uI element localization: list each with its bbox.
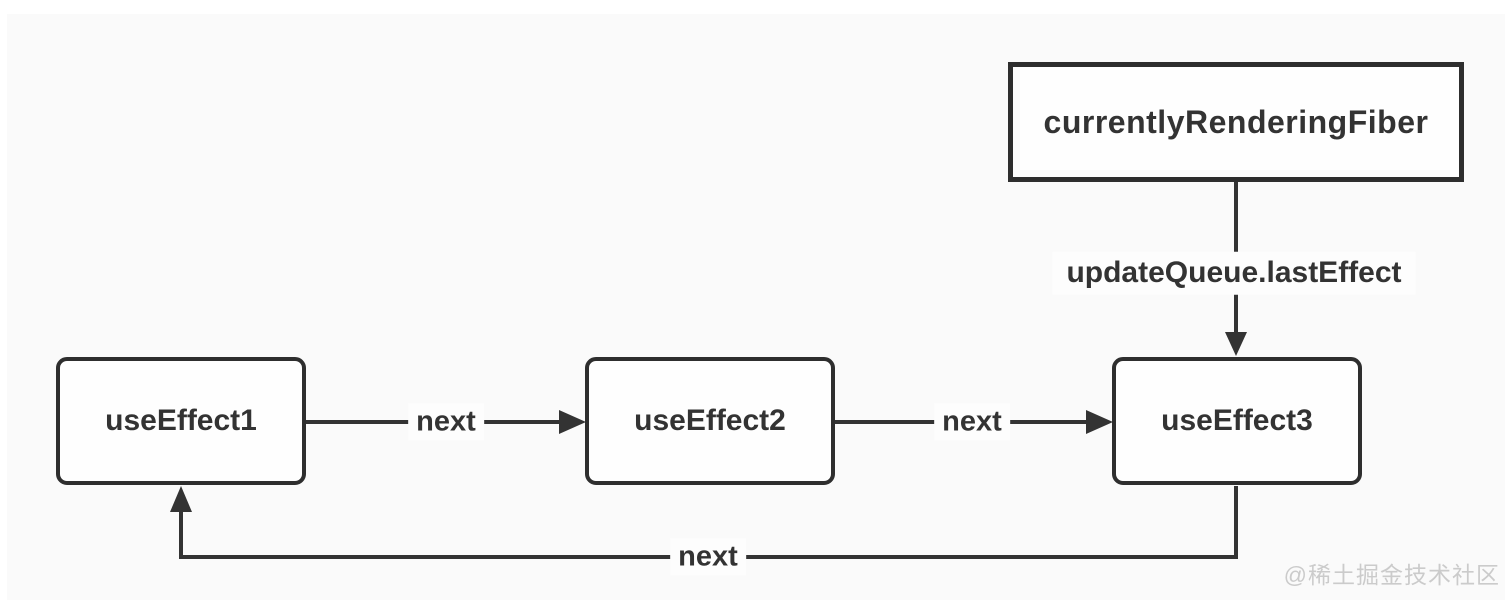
node-use-effect-1: useEffect1 [56, 357, 306, 485]
arrowhead-up-icon [170, 486, 192, 512]
edge-label-next-1: next [408, 403, 484, 441]
arrowhead-down-icon [1225, 332, 1247, 356]
node-label: useEffect3 [1161, 404, 1313, 437]
node-currently-rendering-fiber: currentlyRenderingFiber [1008, 62, 1464, 182]
edge-label-next-2: next [934, 403, 1010, 441]
node-use-effect-2: useEffect2 [585, 357, 835, 485]
watermark: @稀土掘金技术社区 [1283, 562, 1500, 588]
edge-label-lasteffect: updateQueue.lastEffect [1052, 251, 1416, 295]
arrowhead-right-icon [1086, 410, 1113, 434]
edge-label-next-loop: next [670, 538, 746, 576]
node-label: useEffect1 [105, 404, 257, 437]
arrowhead-right-icon [559, 410, 586, 434]
node-label: currentlyRenderingFiber [1043, 103, 1429, 140]
node-label: useEffect2 [634, 404, 786, 437]
node-use-effect-3: useEffect3 [1112, 357, 1362, 485]
